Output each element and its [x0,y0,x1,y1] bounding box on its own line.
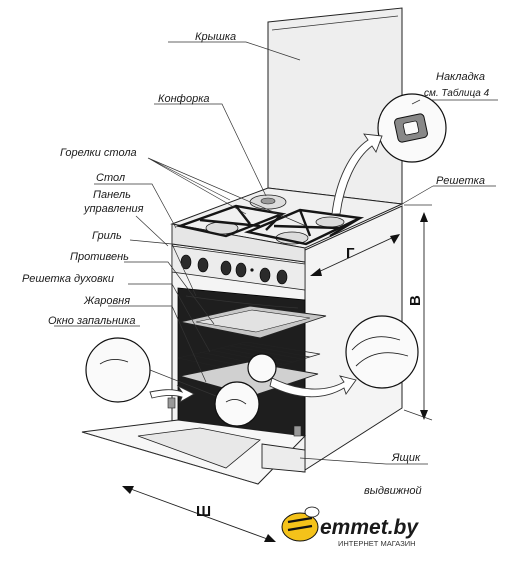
grate-right-bars [273,209,361,238]
knob-1[interactable] [180,254,192,270]
label-oven-rack: Решетка духовки [22,273,114,285]
label-drawer-2: выдвижной [364,485,422,497]
oven-door-edge [81,431,259,485]
rack-detail-rails [351,336,409,367]
label-burner-cap: Конфорка [158,93,210,105]
dimension-width-label: Ш [196,503,211,520]
knob-5[interactable] [259,267,271,283]
ignition-window-detail [99,359,129,365]
rack-detail-source [247,353,277,383]
label-drawer-1: Ящик [391,452,421,464]
lid-panel [267,7,403,205]
label-control-panel-2: управления [83,203,144,215]
baking-tray-inner [195,309,311,333]
grate-left-bars [199,205,283,231]
label-baking-tray: Противень [70,251,129,263]
storage-drawer [261,443,306,473]
trivet-arrow [331,133,383,215]
label-grill: Гриль [92,230,122,242]
label-trivet-1: Накладка [436,71,485,83]
label-hob-top: Стол [96,172,125,184]
brand-name: emmet.by [320,516,419,539]
brand-tagline: ИНТЕРНЕТ МАГАЗИН [338,539,416,548]
brand-logo[interactable]: emmet.by ИНТЕРНЕТ МАГАЗИН [281,506,419,548]
rack-arrow [269,375,357,398]
label-grate: Решетка [436,175,485,187]
oven-door-glass [137,427,261,469]
ignition-arrow [149,384,195,404]
ignition-window-source-detail [225,399,247,405]
label-hob-burners: Горелки стола [60,147,137,159]
label-control-panel-1: Панель [93,189,131,201]
ignition-window-source [214,381,260,427]
ignition-window-zoom [85,337,151,403]
lid-edge [271,15,399,31]
grill-element [185,295,299,309]
knob-6[interactable] [276,269,288,285]
door-hinge-right [293,425,302,437]
knobs [180,254,288,285]
dimension-depth-label: Г [346,245,355,262]
door-hinge-left [167,397,176,409]
knob-3[interactable] [220,260,232,276]
knob-2[interactable] [197,257,209,273]
trivet-hole [402,120,420,136]
leader-lines [54,41,498,465]
bee-wing [304,506,320,518]
rack-detail-zoom [345,315,419,389]
height-dimension [403,204,433,421]
bee-stripes [287,516,313,532]
width-dimension [122,486,276,542]
ignition-zoom-connector [149,369,217,397]
label-lid: Крышка [195,31,236,43]
hob-lip [171,223,306,263]
dimension-height-label: В [407,295,424,306]
burner-cap [260,197,276,205]
label-trivet-2: см. Таблица 4 [424,87,490,99]
label-ignition-window: Окно запальника [48,315,135,327]
knob-4[interactable] [235,262,247,278]
depth-dimension [310,234,400,276]
label-roasting-pan: Жаровня [83,295,130,307]
burner-back-right [315,216,345,228]
indicator-light [250,268,254,272]
